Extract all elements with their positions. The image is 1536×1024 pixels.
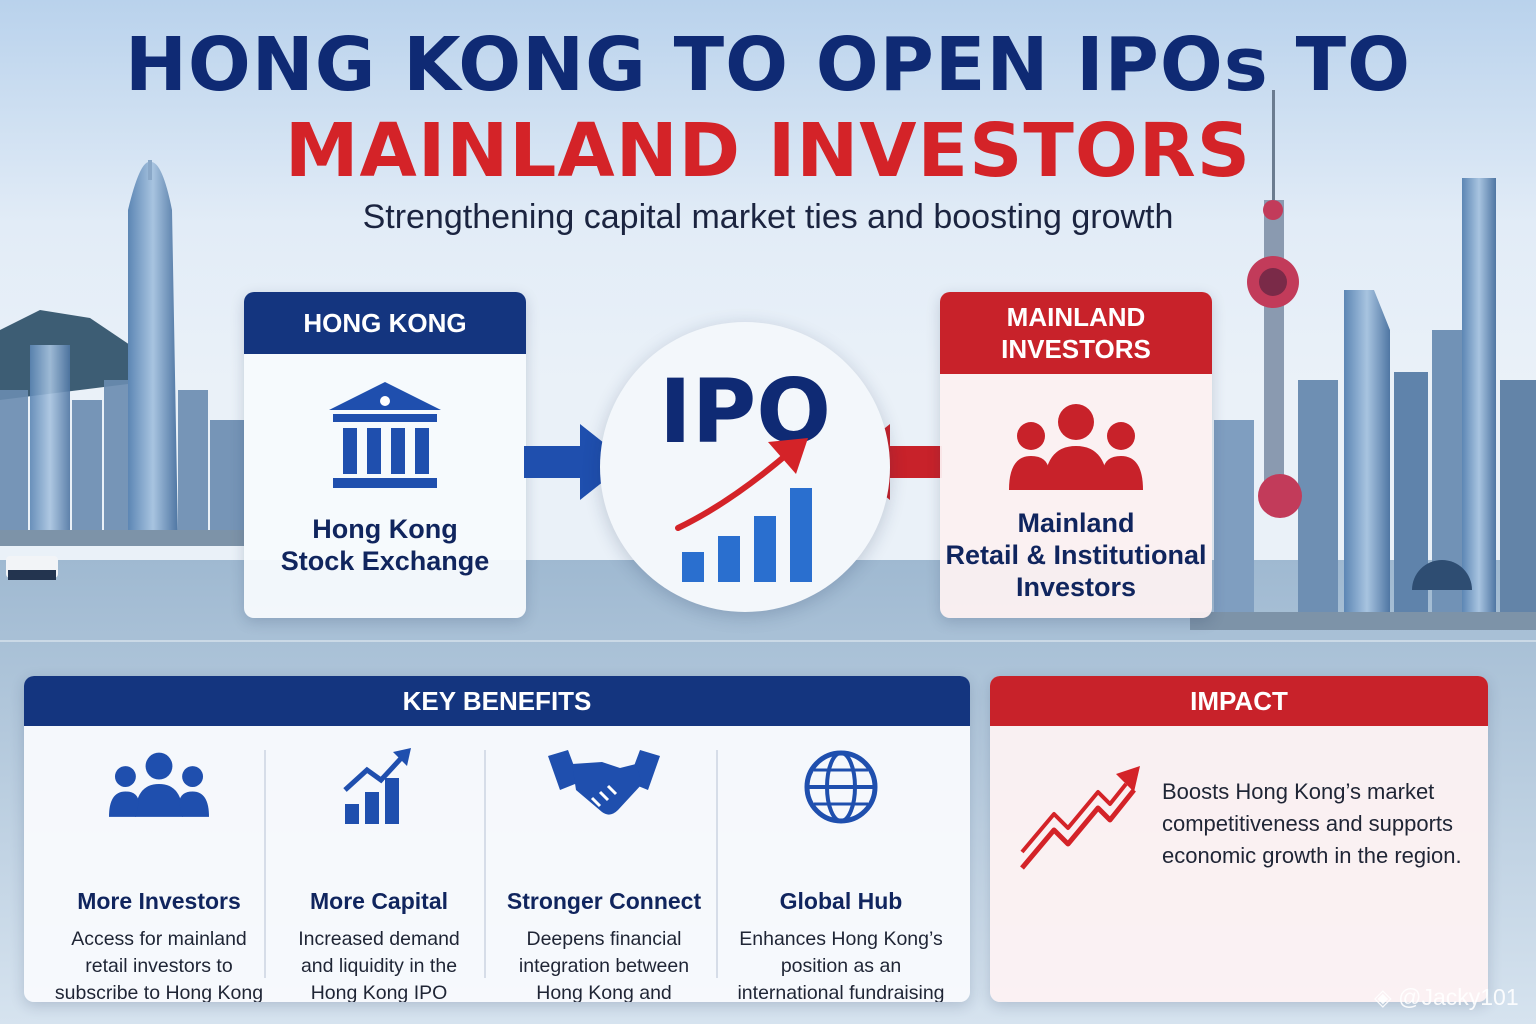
people-group-icon [1009,404,1143,490]
handshake-icon [548,750,660,815]
bar-chart-up-icon [343,748,411,824]
impact-description: Boosts Hong Kong’s market competitivenes… [1162,779,1462,868]
diamond-logo-icon: ◈ [1374,984,1392,1010]
benefit-more-capital: More Capital Increased demand and liquid… [274,726,484,1002]
growth-chart-icon [675,438,812,582]
mainland-investors-card: MAINLAND INVESTORS Mainland Retail & Ins… [940,292,1212,618]
benefit-divider [484,750,486,978]
benefit-title: More Capital [309,888,449,914]
bank-building-icon [329,382,441,488]
mainland-header-line2: INVESTORS [1001,334,1151,364]
main-title-line1: HONG KONG TO OPEN IPOs TO [124,22,1412,108]
benefit-description: Access for mainland retail investors to … [54,928,264,1002]
hong-kong-card-header: HONG KONG [244,292,526,354]
key-benefits-header: KEY BENEFITS [24,676,970,726]
mainland-label-line2: Retail & Institutional [945,539,1207,570]
hong-kong-card-label: Hong Kong Stock Exchange [244,514,526,578]
hong-kong-label-line1: Hong Kong [312,514,458,544]
subtitle: Strengthening capital market ties and bo… [362,198,1174,236]
benefit-title: More Investors [77,888,241,914]
zigzag-up-arrow-icon [1020,766,1140,870]
mainland-card-label: Mainland Retail & Institutional Investor… [940,508,1212,604]
benefit-divider [716,750,718,978]
benefit-title: Global Hub [779,888,903,914]
watermark-text: @Jacky101 [1398,984,1519,1010]
people-group-icon [109,752,209,817]
hong-kong-label-line2: Stock Exchange [280,545,490,576]
mainland-label-line3: Investors [1015,571,1137,602]
main-title-line2: MAINLAND INVESTORS [284,108,1252,194]
benefit-description: Enhances Hong Kong’s position as an inte… [737,928,945,1002]
benefit-stronger-connect: Stronger Connect Deepens financial integ… [494,726,714,1002]
impact-header: IMPACT [990,676,1488,726]
impact-panel: IMPACT Boosts Hong Kong’s market competi… [990,676,1488,1002]
benefit-global-hub: Global Hub Enhances Hong Kong’s position… [726,726,956,1002]
globe-icon [804,750,878,824]
watermark: ◈ @Jacky101 [1374,984,1519,1011]
mainland-header-line1: MAINLAND [1006,301,1146,332]
benefit-more-investors: More Investors Access for mainland retai… [44,726,274,1002]
hong-kong-card: HONG KONG Hong Kong Stock Exchange [244,292,526,618]
benefit-description: Increased demand and liquidity in the Ho… [298,928,460,1002]
key-benefits-panel: KEY BENEFITS More Investors Access for m… [24,676,970,1002]
benefit-description: Deepens financial integration between Ho… [518,928,690,1002]
benefit-title: Stronger Connect [506,888,702,914]
ipo-circle: IPO [600,322,890,612]
mainland-card-header: MAINLAND INVESTORS [940,292,1212,374]
mainland-label-line1: Mainland [1017,508,1135,538]
benefit-divider [264,750,266,978]
